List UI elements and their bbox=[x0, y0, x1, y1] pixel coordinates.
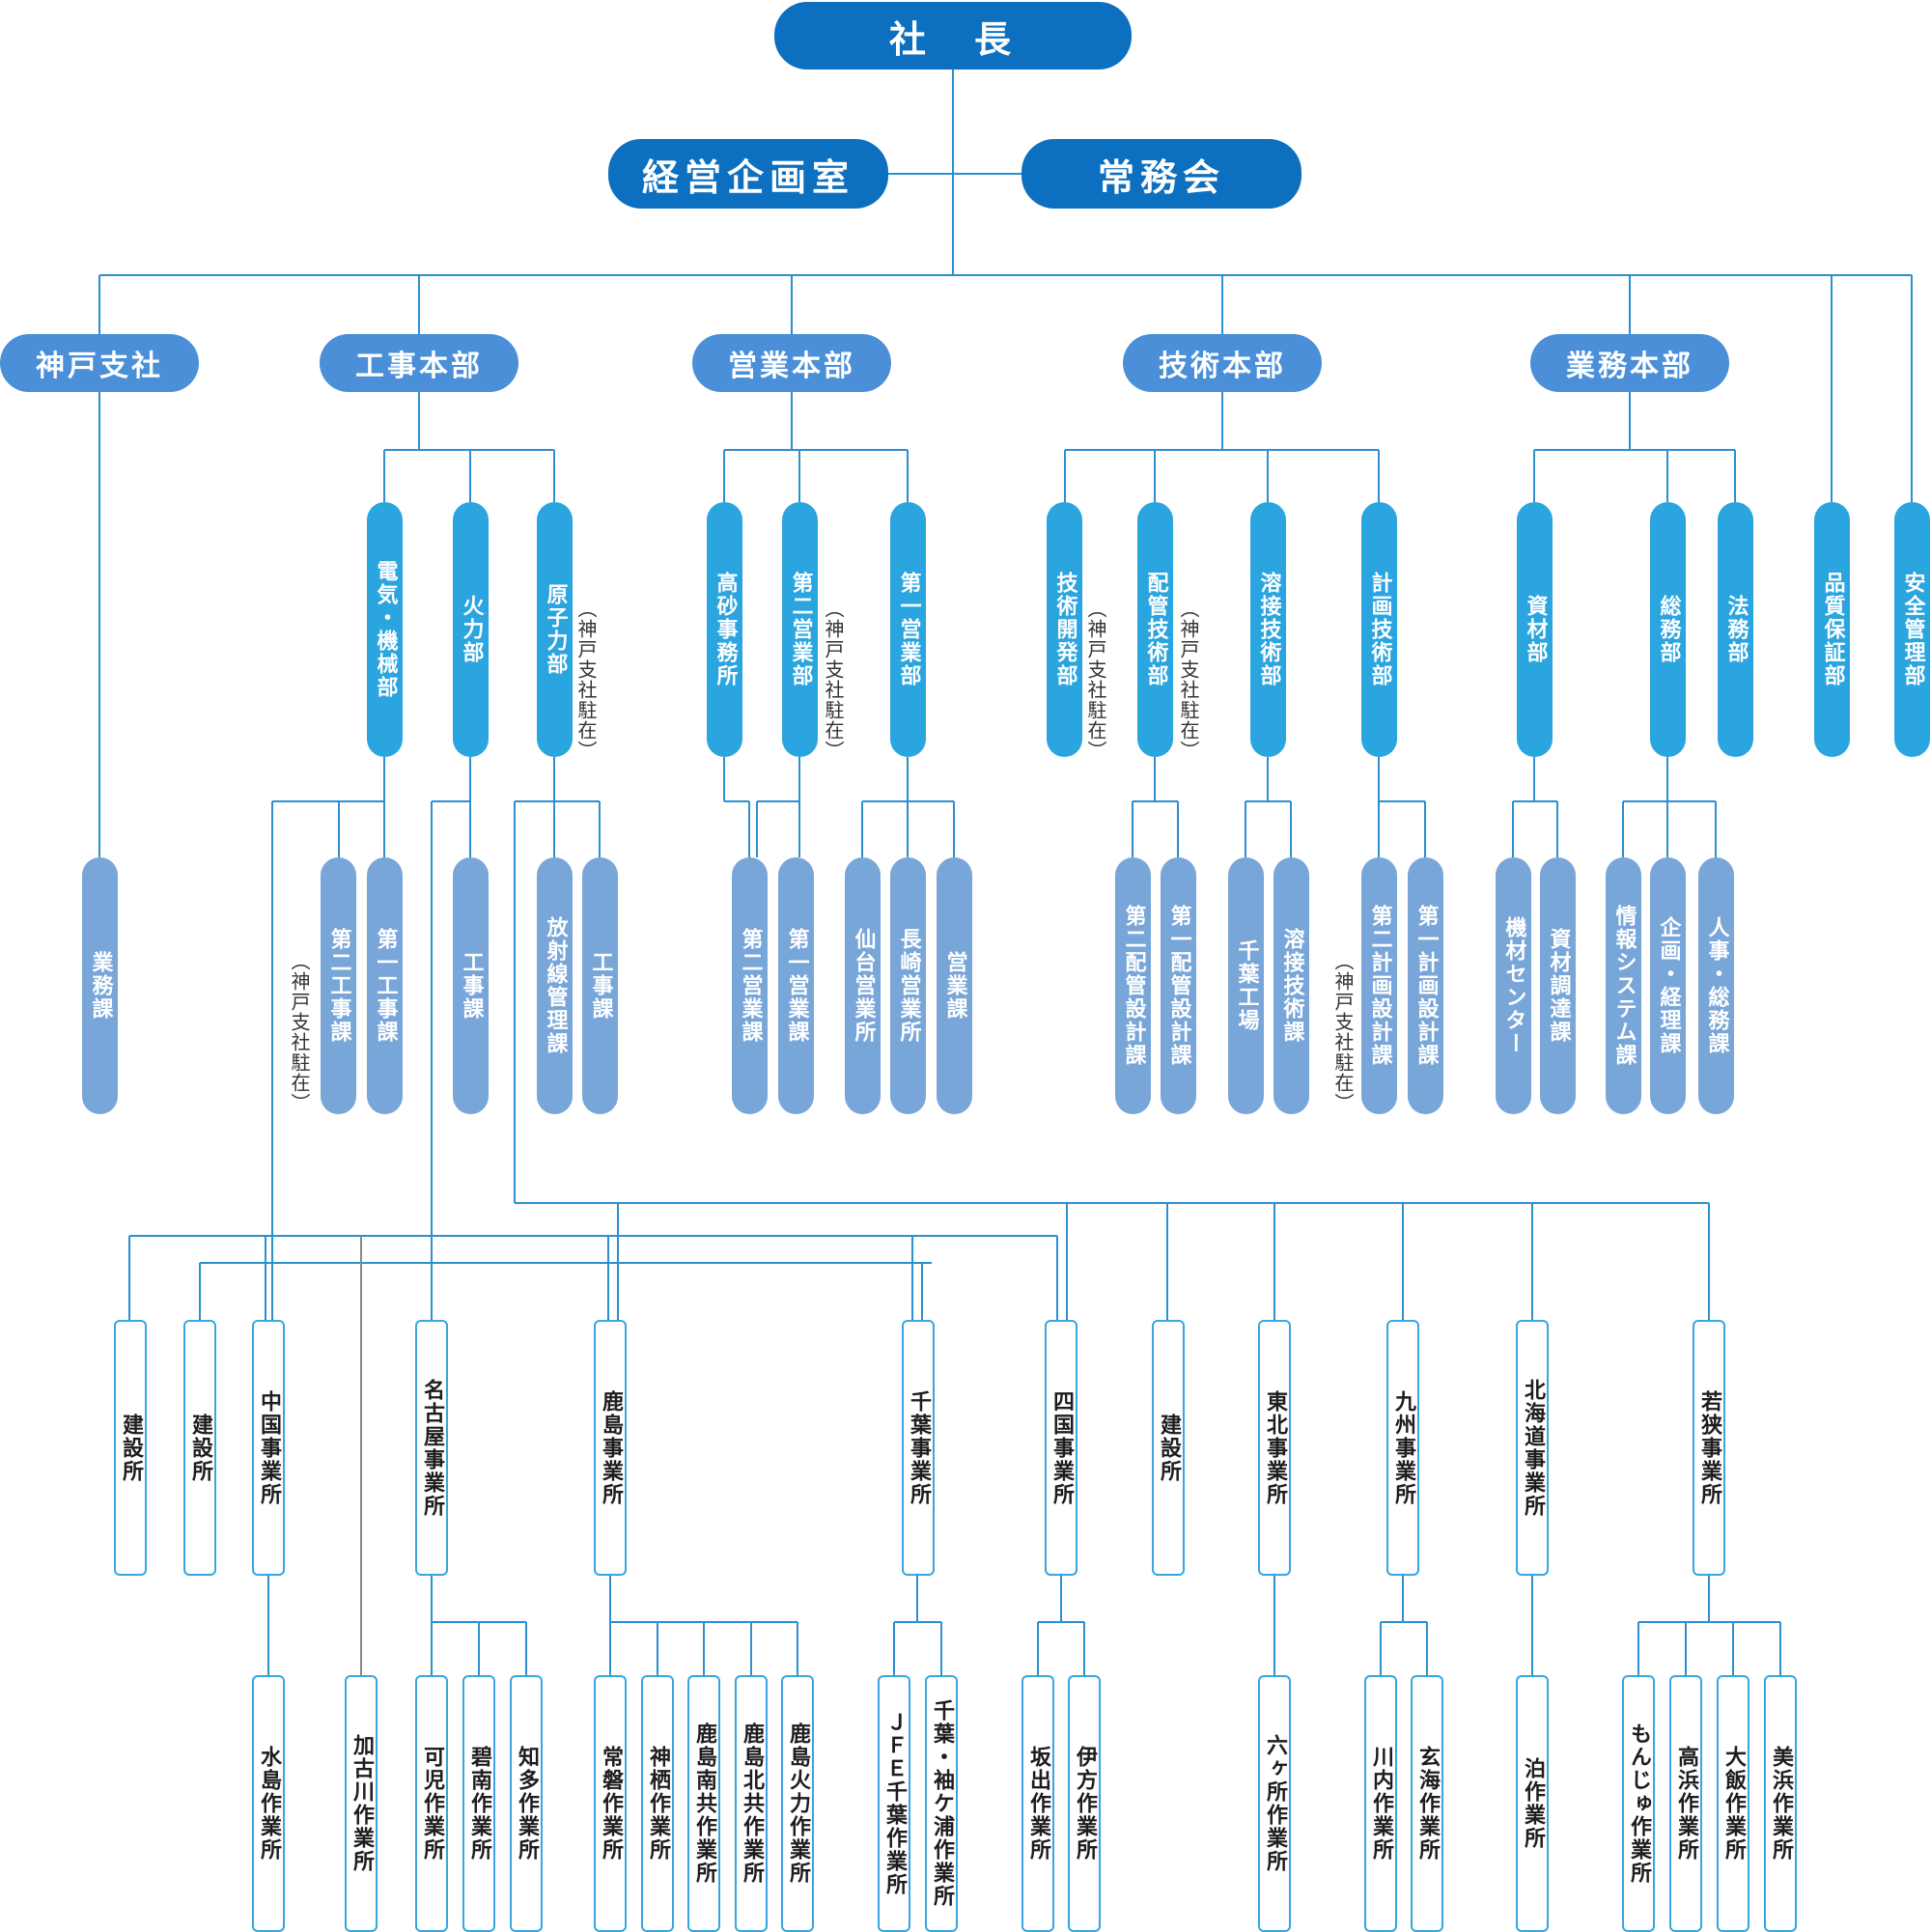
site-mizushima: 水島作業所 bbox=[252, 1675, 285, 1932]
site-kamisu: 神栖作業所 bbox=[641, 1675, 674, 1932]
dept-legal: 法務部 bbox=[1718, 502, 1753, 757]
dept-takasago: 高砂事務所 bbox=[707, 502, 742, 757]
dept-general: 総務部 bbox=[1650, 502, 1686, 757]
dept-welding: 溶接技術部 bbox=[1250, 502, 1286, 757]
sec-sendai: 仙台営業所 bbox=[845, 857, 881, 1114]
site-kashima-nankyo: 鹿島南共作業所 bbox=[687, 1675, 720, 1932]
kobe-note-nuclear: （神戸支社駐在） bbox=[574, 599, 598, 761]
dept-quality: 品質保証部 bbox=[1814, 502, 1850, 757]
site-kakogawa: 加古川作業所 bbox=[345, 1675, 378, 1932]
kobe-note-const2: （神戸支社駐在） bbox=[288, 951, 311, 1113]
dept-safety: 安全管理部 bbox=[1894, 502, 1930, 757]
dept-materials: 資材部 bbox=[1517, 502, 1553, 757]
sec-piping2: 第二配管設計課 bbox=[1115, 857, 1151, 1114]
site-genkai: 玄海作業所 bbox=[1411, 1675, 1443, 1932]
planning-office-box: 経営企画室 bbox=[608, 139, 888, 209]
office-chugoku: 中国事業所 bbox=[252, 1320, 285, 1576]
office-kashima: 鹿島事業所 bbox=[594, 1320, 627, 1576]
site-oi: 大飯作業所 bbox=[1717, 1675, 1749, 1932]
site-chita: 知多作業所 bbox=[510, 1675, 543, 1932]
site-sakaide: 坂出作業所 bbox=[1021, 1675, 1054, 1932]
division-sales: 営業本部 bbox=[692, 334, 891, 392]
site-kashima-karyoku: 鹿島火力作業所 bbox=[781, 1675, 814, 1932]
site-rokkasho: 六ヶ所作業所 bbox=[1258, 1675, 1291, 1932]
kobe-note-piping: （神戸支社駐在） bbox=[1177, 599, 1200, 761]
sec-eigyo: 営業課 bbox=[937, 857, 972, 1114]
dept-electric: 電気・機械部 bbox=[367, 502, 403, 757]
dept-sales1: 第一営業部 bbox=[890, 502, 926, 757]
site-kashima-hokkyo: 鹿島北共作業所 bbox=[735, 1675, 768, 1932]
dept-thermal: 火力部 bbox=[453, 502, 489, 757]
site-chiba-sodegaura: 千葉・袖ケ浦作業所 bbox=[925, 1675, 958, 1932]
sec-info-sys: 情報システム課 bbox=[1606, 857, 1641, 1114]
site-hekinan: 碧南作業所 bbox=[462, 1675, 495, 1932]
kobe-note-sales2: （神戸支社駐在） bbox=[822, 599, 845, 761]
division-kobe: 神戸支社 bbox=[0, 334, 199, 392]
site-ikata: 伊方作業所 bbox=[1068, 1675, 1101, 1932]
sec-kobe-business: 業務課 bbox=[82, 857, 118, 1114]
site-jfe-chiba: ＪＦＥ千葉作業所 bbox=[878, 1675, 910, 1932]
sec-piping1: 第一配管設計課 bbox=[1161, 857, 1196, 1114]
office-wakasa: 若狭事業所 bbox=[1693, 1320, 1725, 1576]
office-tohoku: 東北事業所 bbox=[1258, 1320, 1291, 1576]
office-kensetsu-1: 建設所 bbox=[114, 1320, 147, 1576]
site-tomari: 泊作業所 bbox=[1516, 1675, 1549, 1932]
dept-sales2: 第二営業部 bbox=[782, 502, 818, 757]
dept-piping: 配管技術部 bbox=[1137, 502, 1173, 757]
sec-planning-acct: 企画・経理課 bbox=[1650, 857, 1686, 1114]
sec-sales1: 第一営業課 bbox=[778, 857, 814, 1114]
site-monju: もんじゅ作業所 bbox=[1622, 1675, 1655, 1932]
office-nagoya: 名古屋事業所 bbox=[415, 1320, 448, 1576]
sec-procurement: 資材調達課 bbox=[1540, 857, 1576, 1114]
dept-planning: 計画技術部 bbox=[1361, 502, 1397, 757]
sec-chiba-plant: 千葉工場 bbox=[1228, 857, 1264, 1114]
sec-plan1: 第一計画設計課 bbox=[1408, 857, 1443, 1114]
sec-const2: 第二工事課 bbox=[321, 857, 356, 1114]
dept-nuclear: 原子力部 bbox=[537, 502, 573, 757]
sec-radiation: 放射線管理課 bbox=[537, 857, 573, 1114]
sec-equip-center: 機材センター bbox=[1496, 857, 1531, 1114]
dept-techdev: 技術開発部 bbox=[1047, 502, 1082, 757]
site-mihama: 美浜作業所 bbox=[1764, 1675, 1797, 1932]
kobe-note-techdev: （神戸支社駐在） bbox=[1084, 599, 1107, 761]
site-joban: 常磐作業所 bbox=[594, 1675, 627, 1932]
sec-sales2: 第二営業課 bbox=[732, 857, 768, 1114]
office-kensetsu-2: 建設所 bbox=[183, 1320, 216, 1576]
president-box: 社 長 bbox=[774, 2, 1132, 70]
division-technical: 技術本部 bbox=[1123, 334, 1322, 392]
office-hokkaido: 北海道事業所 bbox=[1516, 1320, 1549, 1576]
office-chiba: 千葉事業所 bbox=[902, 1320, 935, 1576]
sec-welding: 溶接技術課 bbox=[1273, 857, 1309, 1114]
division-construction: 工事本部 bbox=[320, 334, 518, 392]
sec-const1: 第一工事課 bbox=[367, 857, 403, 1114]
site-kani: 可児作業所 bbox=[415, 1675, 448, 1932]
board-box: 常務会 bbox=[1021, 139, 1301, 209]
office-shikoku: 四国事業所 bbox=[1045, 1320, 1077, 1576]
sec-thermal-const: 工事課 bbox=[453, 857, 489, 1114]
office-kyushu: 九州事業所 bbox=[1386, 1320, 1419, 1576]
site-sendai: 川内作業所 bbox=[1364, 1675, 1397, 1932]
sec-hr: 人事・総務課 bbox=[1698, 857, 1734, 1114]
kobe-note-plan2: （神戸支社駐在） bbox=[1331, 951, 1355, 1113]
sec-nagasaki: 長崎営業所 bbox=[890, 857, 926, 1114]
site-takahama: 高浜作業所 bbox=[1669, 1675, 1702, 1932]
sec-nuclear-const: 工事課 bbox=[582, 857, 618, 1114]
sec-plan2: 第二計画設計課 bbox=[1361, 857, 1397, 1114]
division-business: 業務本部 bbox=[1530, 334, 1729, 392]
office-kensetsu-3: 建設所 bbox=[1152, 1320, 1185, 1576]
